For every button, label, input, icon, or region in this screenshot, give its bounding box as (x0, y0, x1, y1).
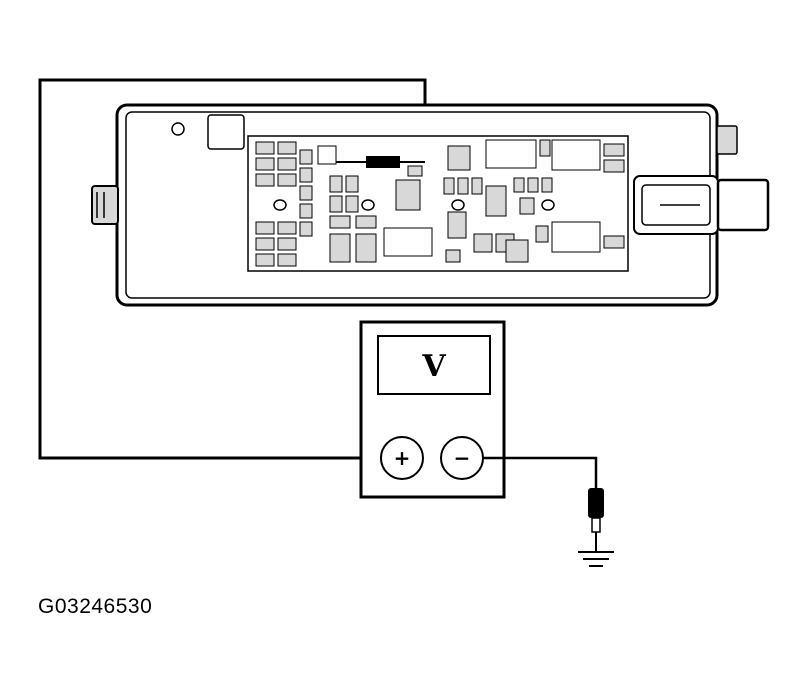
mounting-hole (171, 122, 185, 136)
positive-terminal-symbol: + (394, 446, 411, 470)
positive-terminal (380, 436, 424, 480)
board-components (255, 139, 625, 267)
right-top-latch (716, 125, 738, 155)
figure-id-label: G03246530 (38, 595, 153, 618)
ground-probe (588, 488, 604, 552)
voltmeter-display (377, 335, 491, 395)
voltmeter: V + − (359, 320, 506, 499)
negative-test-lead (483, 456, 598, 488)
ground-icon (578, 551, 614, 567)
voltmeter-unit-label: V (421, 349, 446, 384)
left-connector-tab (91, 185, 119, 225)
right-connector-plug (716, 178, 770, 232)
mounting-tab (207, 114, 245, 150)
control-module (91, 103, 770, 307)
negative-terminal-symbol: − (454, 446, 471, 470)
board-screws (273, 199, 555, 211)
